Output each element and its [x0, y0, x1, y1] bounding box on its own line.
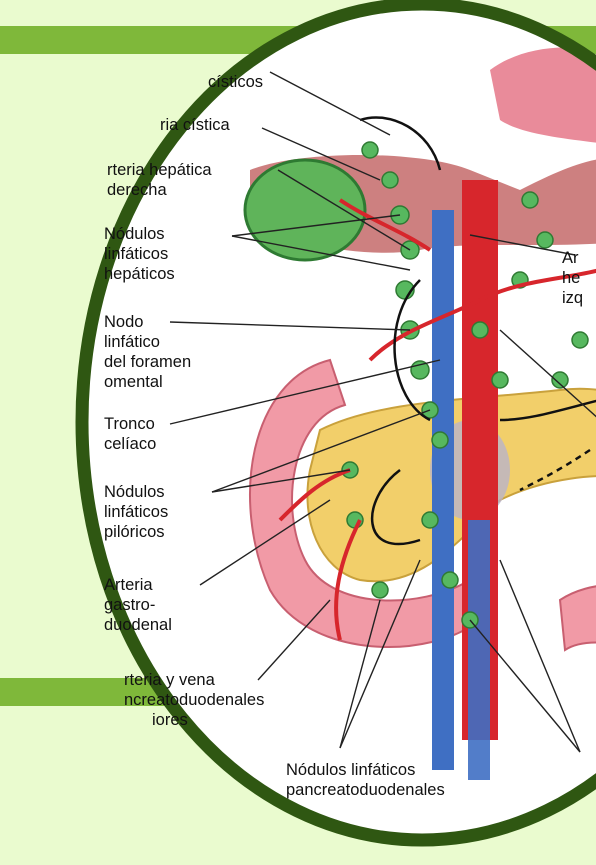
label-line: Nódulos linfáticos — [286, 760, 445, 780]
label-arteria-hepatica-derecha: rteria hepática derecha — [107, 160, 212, 200]
label-line: ria cística — [160, 115, 230, 135]
label-nodulos-pancreatoduodenales: Nódulos linfáticos pancreatoduodenales — [286, 760, 445, 800]
label-line: rteria hepática — [107, 160, 212, 180]
label-line: Ar — [562, 248, 583, 268]
label-line: Tronco — [104, 414, 156, 434]
label-arteria-gastroduodenal: Arteria gastro- duodenal — [104, 575, 172, 635]
label-arteria-vena-pancreatoduodenales: rteria y vena ncreatoduodenales iores — [124, 670, 264, 730]
vena-cava-shape — [432, 210, 454, 770]
label-line: pancreatoduodenales — [286, 780, 445, 800]
label-line: linfáticos — [104, 502, 168, 522]
label-line: linfáticos — [104, 244, 175, 264]
label-line: rteria y vena — [124, 670, 264, 690]
label-line: duodenal — [104, 615, 172, 635]
label-line: ncreatoduodenales — [124, 690, 264, 710]
label-line: gastro- — [104, 595, 172, 615]
label-arteria-hepatica-izquierda: Ar he izq — [562, 248, 583, 308]
label-line: omental — [104, 372, 191, 392]
label-line: Nodo — [104, 312, 191, 332]
label-line: hepáticos — [104, 264, 175, 284]
label-line: celíaco — [104, 434, 156, 454]
label-line: iores — [124, 710, 264, 730]
label-line: derecha — [107, 180, 212, 200]
label-line: císticos — [208, 72, 263, 92]
label-line: linfático — [104, 332, 191, 352]
gallbladder-shape — [245, 160, 365, 260]
label-line: Nódulos — [104, 224, 175, 244]
label-cisticos: císticos — [208, 72, 263, 92]
label-line: izq — [562, 288, 583, 308]
label-line: pilóricos — [104, 522, 168, 542]
label-nodulos-hepaticos: Nódulos linfáticos hepáticos — [104, 224, 175, 284]
label-line: Arteria — [104, 575, 172, 595]
label-nodulos-piloricos: Nódulos linfáticos pilóricos — [104, 482, 168, 542]
label-arteria-cistica: ria cística — [160, 115, 230, 135]
label-nodo-foramen-omental: Nodo linfático del foramen omental — [104, 312, 191, 392]
label-line: Nódulos — [104, 482, 168, 502]
label-tronco-celiaco: Tronco celíaco — [104, 414, 156, 454]
label-line: he — [562, 268, 583, 288]
label-line: del foramen — [104, 352, 191, 372]
